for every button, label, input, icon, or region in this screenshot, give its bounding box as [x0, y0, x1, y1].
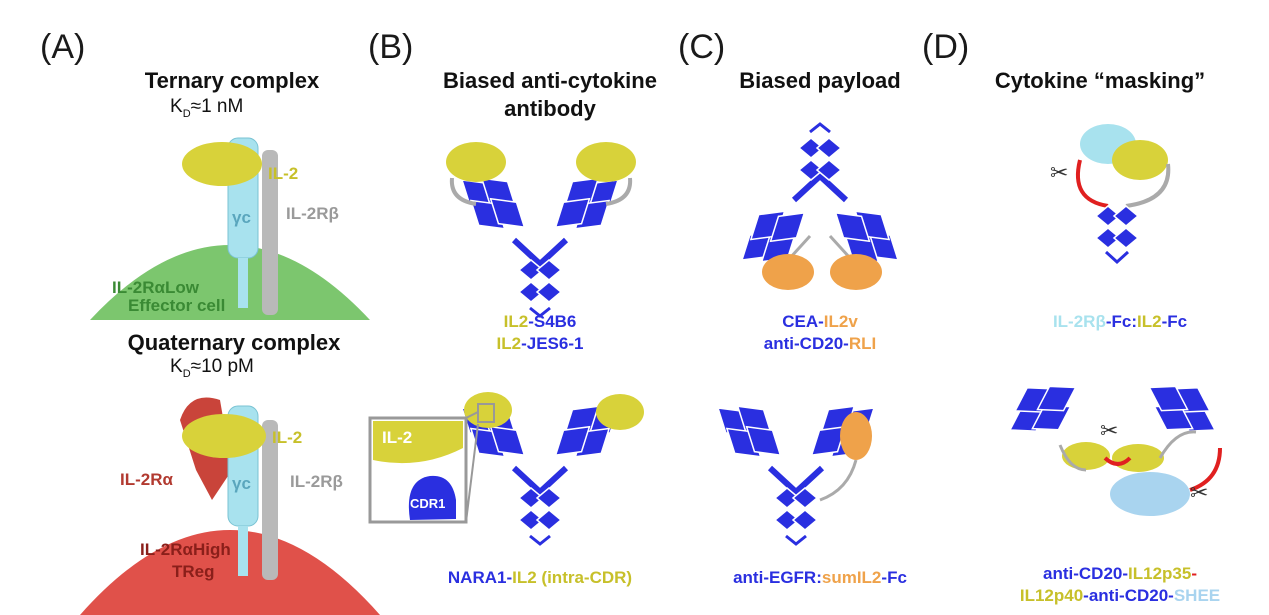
- svg-text:✂: ✂: [1050, 161, 1068, 186]
- masking-top: ✂: [1050, 124, 1171, 265]
- ternary-kd: KD≈1 nM: [170, 96, 244, 120]
- gamma-c-stalk: [238, 258, 248, 308]
- payload-c-left: [762, 254, 814, 290]
- panel-c-caption-2: anti-CD20-RLI: [763, 334, 877, 353]
- panel-d-letter: (D): [922, 28, 970, 66]
- panel-b-title-line1: Biased anti-cytokine: [443, 68, 657, 93]
- panel-c-caption-3: anti-EGFR:sumIL2-Fc: [733, 568, 907, 587]
- svg-text:✂: ✂: [1100, 419, 1118, 444]
- panel-b-caption-2: IL2-JES6-1: [496, 334, 584, 353]
- treg-cell-membrane: [80, 530, 380, 615]
- gamma-c-label-2: γc: [232, 474, 251, 493]
- antibody-b-top: [447, 159, 634, 316]
- inset-cdr1-label: CDR1: [410, 496, 446, 511]
- panel-b-letter: (B): [368, 28, 414, 66]
- inset-il2-label: IL-2: [382, 428, 413, 447]
- effector-cell-membrane: [90, 245, 370, 320]
- panel-c-letter: (C): [678, 28, 726, 66]
- svg-text:✂: ✂: [1190, 481, 1208, 506]
- cdr1-inset: [368, 403, 495, 524]
- il2-label-2: IL-2: [272, 428, 303, 447]
- antibody-c-top: [727, 124, 914, 281]
- ternary-title: Ternary complex: [144, 68, 320, 93]
- il2-b-left: [446, 142, 506, 182]
- gamma-c-label: γc: [232, 208, 251, 227]
- il2-label: IL-2: [268, 164, 299, 183]
- panel-d-caption-2: anti-CD20-IL12p35-: [1043, 564, 1197, 583]
- effector-il2ra-label: IL-2RαLow: [112, 278, 199, 297]
- panel-d-caption-3: IL12p40-anti-CD20-SHEE: [1019, 586, 1221, 605]
- treg-il2ra-label: IL-2RαHigh: [140, 540, 231, 559]
- panel-b-title-line2: antibody: [504, 96, 596, 121]
- panel-b-caption-1: IL2-S4B6: [503, 312, 577, 331]
- payload-c-bottom: [840, 412, 872, 460]
- ternary-complex-graphic: [90, 137, 370, 320]
- panel-d-title: Cytokine “masking”: [994, 68, 1206, 93]
- gamma-c-stalk-2: [238, 526, 248, 576]
- panel-b-caption-3: NARA1-IL2 (intra-CDR): [447, 568, 633, 587]
- treg-label: TReg: [172, 562, 215, 581]
- panel-a-letter: (A): [40, 28, 86, 66]
- il2rb-receptor-2: [262, 420, 278, 580]
- effector-cell-label: Effector cell: [128, 296, 226, 315]
- quaternary-complex-graphic: [80, 397, 380, 615]
- il2rb-label: IL-2Rβ: [286, 204, 339, 223]
- panel-d-caption-1: IL-2Rβ-Fc:IL2-Fc: [1052, 312, 1188, 331]
- il2rb-label-2: IL-2Rβ: [290, 472, 343, 491]
- il2ra-label: IL-2Rα: [120, 470, 173, 489]
- antibody-c-bottom: [703, 387, 890, 544]
- quaternary-kd: KD≈10 pM: [170, 356, 254, 380]
- il2-cytokine: [182, 142, 262, 186]
- panel-c-title: Biased payload: [739, 68, 901, 93]
- panel-c-caption-1: CEA-IL2v: [782, 312, 858, 331]
- il2-b-right: [576, 142, 636, 182]
- masking-bottom: ✂ ✂: [995, 366, 1230, 516]
- il2-b-bottom-left: [464, 392, 512, 428]
- il2rb-receptor: [262, 150, 278, 315]
- payload-c-right: [830, 254, 882, 290]
- il2-b-bottom-right: [596, 394, 644, 430]
- quaternary-title: Quaternary complex: [127, 330, 341, 355]
- il2-cytokine-2: [182, 414, 266, 458]
